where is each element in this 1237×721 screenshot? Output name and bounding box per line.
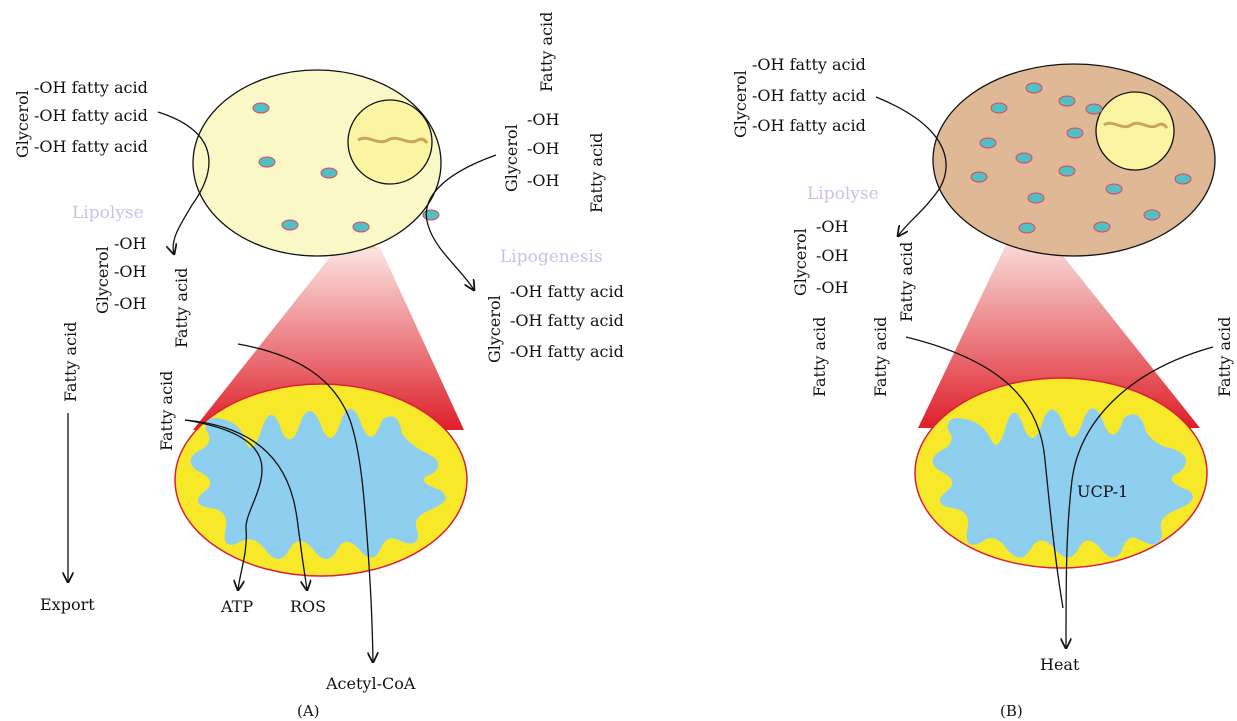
- ros-label: ROS: [290, 597, 326, 616]
- glycerol-label: Glycerol: [502, 124, 521, 192]
- triglyceride-chain: -OH fatty acid: [34, 137, 148, 156]
- dna-strand-a: [357, 136, 429, 144]
- acetyl-coa-arrow-a: [237, 343, 373, 662]
- lipogenesis-arrow-a: [425, 154, 497, 290]
- mitochondrion-cristae-b: [932, 408, 1193, 558]
- fatty-acid-label: Fatty acid: [897, 242, 916, 322]
- triglyceride-chain: -OH fatty acid: [34, 106, 148, 125]
- ros-arrow-a: [184, 419, 307, 590]
- glycerol-label: Glycerol: [93, 246, 112, 314]
- panel-b: Glycerol -OH fatty acid -OH fatty acid -…: [731, 55, 1234, 720]
- hydroxyl-label: -OH: [816, 246, 849, 265]
- hydroxyl-label: -OH: [527, 139, 560, 158]
- hydroxyl-label: -OH: [114, 234, 147, 253]
- uptake-line-left: [905, 336, 1064, 609]
- atp-arrow-a: [184, 419, 263, 590]
- atp-label: ATP: [220, 597, 253, 616]
- fatty-acid-label: Fatty acid: [1215, 317, 1234, 397]
- glycerol-label: Glycerol: [791, 228, 810, 296]
- lipolysis-arrow-a: [157, 111, 210, 254]
- fatty-acid-label: Fatty acid: [587, 133, 606, 213]
- panel-a-caption: (A): [297, 702, 320, 720]
- lipolysis-arrow-b: [875, 96, 947, 236]
- hydroxyl-label: -OH: [816, 217, 849, 236]
- fatty-acid-label: Fatty acid: [537, 12, 556, 92]
- zoom-funnel-b: [918, 232, 1200, 428]
- lipid-droplets-a: [252, 102, 440, 233]
- uptake-line-right: [1066, 346, 1214, 648]
- hydroxyl-label: -OH: [527, 171, 560, 190]
- fatty-acid-label: Fatty acid: [871, 317, 890, 397]
- panel-b-caption: (B): [1000, 702, 1023, 720]
- glycerol-label: Glycerol: [485, 295, 504, 363]
- panel-a: Glycerol -OH fatty acid -OH fatty acid -…: [13, 12, 624, 720]
- triglyceride-chain: -OH fatty acid: [752, 86, 866, 105]
- dna-strand-b: [1103, 121, 1169, 129]
- lipogenesis-label: Lipogenesis: [500, 247, 603, 267]
- fatty-acid-label: Fatty acid: [810, 317, 829, 397]
- nucleus-b: [1095, 91, 1175, 171]
- nucleus-a: [347, 99, 433, 185]
- export-label: Export: [40, 595, 95, 614]
- mitochondrion-cristae-a: [190, 408, 446, 560]
- glycerol-label: Glycerol: [731, 70, 750, 138]
- fatty-acid-label: Fatty acid: [61, 322, 80, 402]
- lipolyse-label: Lipolyse: [72, 203, 144, 223]
- glycerol-label: Glycerol: [13, 90, 32, 158]
- triglyceride-chain: -OH fatty acid: [510, 342, 624, 361]
- hydroxyl-label: -OH: [816, 278, 849, 297]
- zoom-funnel-a: [193, 247, 464, 430]
- heat-label: Heat: [1040, 655, 1080, 674]
- triglyceride-chain: -OH fatty acid: [510, 311, 624, 330]
- lipid-droplets-b: [970, 82, 1192, 234]
- hydroxyl-label: -OH: [114, 262, 147, 281]
- fatty-acid-label: Fatty acid: [157, 371, 176, 451]
- triglyceride-chain: -OH fatty acid: [752, 55, 866, 74]
- fatty-acid-label: Fatty acid: [172, 268, 191, 348]
- triglyceride-chain: -OH fatty acid: [510, 282, 624, 301]
- hydroxyl-label: -OH: [527, 110, 560, 129]
- triglyceride-chain: -OH fatty acid: [752, 116, 866, 135]
- acetyl-coa-label: Acetyl-CoA: [325, 674, 416, 693]
- hydroxyl-label: -OH: [114, 294, 147, 313]
- ucp1-label: UCP-1: [1077, 482, 1128, 501]
- brown-adipocyte: [932, 63, 1216, 257]
- triglyceride-chain: -OH fatty acid: [34, 78, 148, 97]
- lipolyse-label: Lipolyse: [807, 184, 879, 204]
